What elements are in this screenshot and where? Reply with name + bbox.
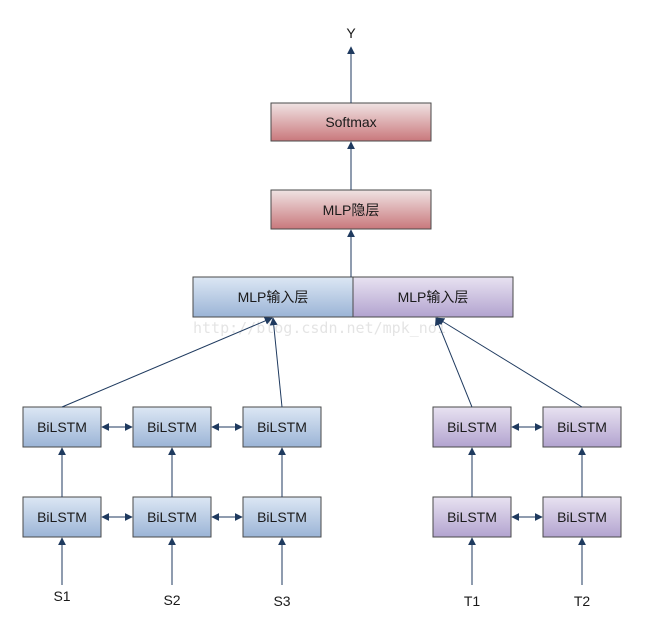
mlp-hidden-node: MLP隐层 [270,189,432,230]
bilstm-target-upper-2: BiLSTM [542,406,622,448]
bilstm-target-upper-1: BiLSTM [432,406,512,448]
input-label-t1: T1 [464,593,481,609]
bilstm-source-lower-2: BiLSTM [132,496,212,538]
mlp-hidden-label: MLP隐层 [323,202,380,218]
input-label-s2: S2 [163,592,180,608]
bilstm-label: BiLSTM [257,419,307,435]
bilstm-label: BiLSTM [447,509,497,525]
input-label-s3: S3 [273,593,290,609]
arrow-to-mlp-input-left [269,317,283,408]
arrow-to-mlp-input-right [436,317,583,408]
mlp-input-right-label: MLP输入层 [398,289,469,305]
bilstm-source-upper-2: BiLSTM [132,406,212,448]
bilstm-target-lower-2: BiLSTM [542,496,622,538]
bilstm-label: BiLSTM [147,509,197,525]
mlp-input-left-node: MLP输入层 [192,276,354,318]
arrow-to-mlp-input-left [61,317,273,408]
mlp-input-left-label: MLP输入层 [238,289,309,305]
bilstm-label: BiLSTM [37,509,87,525]
bilstm-target-lower-1: BiLSTM [432,496,512,538]
arrow-to-mlp-input-right [434,317,473,408]
bilstm-label: BiLSTM [557,419,607,435]
input-label-t2: T2 [574,593,591,609]
bilstm-label: BiLSTM [557,509,607,525]
softmax-label: Softmax [325,114,376,130]
watermark-text: http://blog.csdn.net/mpk_no1 [193,319,446,337]
bilstm-label: BiLSTM [257,509,307,525]
bilstm-label: BiLSTM [147,419,197,435]
bilstm-source-lower-1: BiLSTM [22,496,102,538]
output-label-y: Y [346,25,356,41]
bilstm-source-upper-3: BiLSTM [242,406,322,448]
softmax-node: Softmax [270,102,432,142]
bilstm-source-upper-1: BiLSTM [22,406,102,448]
bilstm-source-lower-3: BiLSTM [242,496,322,538]
mlp-input-right-node: MLP输入层 [352,276,514,318]
bilstm-label: BiLSTM [447,419,497,435]
input-label-s1: S1 [53,588,70,604]
bilstm-label: BiLSTM [37,419,87,435]
